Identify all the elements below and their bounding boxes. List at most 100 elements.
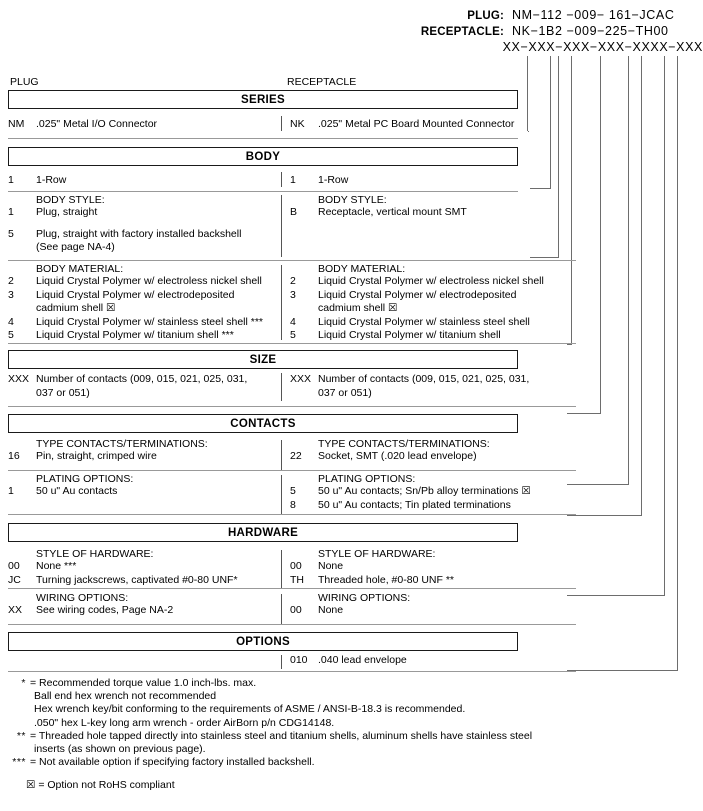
bracket-vline [550,69,551,188]
center-divider [281,550,282,588]
footnote-marker: *** [12,756,26,769]
body-style-plug-col: BODY STYLE: 1 Plug, straight 5 Plug, str… [8,194,278,255]
section-bar-hardware: HARDWARE [8,523,518,542]
section-rule [8,138,518,139]
option-desc-cont: cadmium shell ☒ [36,302,116,314]
option-desc: .040 lead envelope [318,654,407,666]
option-desc: .025" Metal I/O Connector [36,118,158,130]
option-desc: Pin, straight, crimped wire [36,450,157,462]
option-desc: Liquid Crystal Polymer w/ electrodeposit… [318,288,517,301]
bracket-hline [530,257,559,258]
tick-mark [558,56,559,69]
option-row: NM .025" Metal I/O Connector [8,118,278,132]
option-code: 5 [290,485,296,497]
footnote-text: = Not available option if specifying fac… [30,756,600,769]
body-material-receptacle-col: BODY MATERIAL: 2 Liquid Crystal Polymer … [290,263,575,343]
bracket-hline [567,515,642,516]
option-row: 00 None [290,560,575,574]
option-code: 1 [8,174,14,186]
pattern-tick-marks [0,56,703,70]
hardware-wiring-receptacle-col: WIRING OPTIONS: 00 None [290,592,575,618]
section-rule [8,588,576,589]
section-bar-series: SERIES [8,90,518,109]
option-row: 3 Liquid Crystal Polymer w/ electrodepos… [8,289,278,303]
footnote-line: = Threaded hole tapped directly into sta… [30,729,533,742]
group-header: BODY MATERIAL: [36,263,124,275]
bracket-hline [567,413,601,414]
receptacle-part-number-row: RECEPTACLE: NK−1B2 −009−225−TH00 [0,24,703,38]
contacts-type-plug-col: TYPE CONTACTS/TERMINATIONS: 16 Pin, stra… [8,438,278,464]
footnote-item: *** = Not available option if specifying… [0,756,600,769]
footnote-line: Ball end hex wrench not recommended [34,690,217,703]
section-bar-contacts: CONTACTS [8,414,518,433]
option-code: 5 [290,329,296,341]
bracket-hline [530,188,551,189]
bracket-hline [528,131,529,132]
group-header: STYLE OF HARDWARE: [36,548,154,560]
option-row: 00 None *** [8,560,278,574]
option-desc: Threaded hole, #0-80 UNF ** [318,573,454,586]
bracket-vline [677,69,678,670]
footnote-line: inserts (as shown on previous page). [34,743,206,756]
option-desc: Liquid Crystal Polymer w/ electroless ni… [318,275,544,287]
body-material-plug-col: BODY MATERIAL: 2 Liquid Crystal Polymer … [8,263,278,343]
option-row: 5 50 u" Au contacts; Sn/Pb alloy termina… [290,485,575,499]
section-bar-size: SIZE [8,350,518,369]
option-row: 16 Pin, straight, crimped wire [8,450,278,464]
body-row-plug-col: 1 1-Row [8,174,278,188]
option-code: XXX [290,373,312,385]
center-divider [281,655,282,669]
option-row: 1 1-Row [290,174,575,188]
option-desc: Liquid Crystal Polymer w/ electroless ni… [36,275,262,287]
option-row: 8 50 u" Au contacts; Tin plated terminat… [290,499,575,513]
footnote-text: = Recommended torque value 1.0 inch-lbs.… [30,677,600,730]
size-plug-col: XXX Number of contacts (009, 015, 021, 0… [8,373,278,400]
option-desc: 1-Row [318,174,349,186]
option-code: 5 [8,227,14,240]
option-desc-cont: cadmium shell ☒ [318,302,398,314]
bracket-hline [567,670,678,671]
footnote-item: ** = Threaded hole tapped directly into … [0,730,600,756]
option-desc-cont: 037 or 051) [36,386,90,399]
option-desc: None [318,604,344,616]
center-divider [281,440,282,470]
tick-mark [628,56,629,69]
section-rule [8,343,576,344]
footnote-marker: * [21,677,26,689]
center-divider [281,172,282,187]
bracket-hline [567,344,572,345]
option-code: 010 [290,654,308,666]
footnote-item: * = Recommended torque value 1.0 inch-lb… [0,677,600,730]
option-row: NK .025" Metal PC Board Mounted Connecto… [290,118,575,132]
group-header: BODY STYLE: [36,194,105,206]
option-desc: Plug, straight [36,206,98,218]
option-row: 2 Liquid Crystal Polymer w/ electroless … [290,275,575,289]
option-code: 4 [8,315,14,328]
option-code: 1 [8,206,14,218]
group-header: WIRING OPTIONS: [36,592,129,604]
group-header: PLATING OPTIONS: [318,473,416,485]
option-desc: Receptacle, vertical mount SMT [318,206,467,218]
option-desc: Liquid Crystal Polymer w/ stainless stee… [318,315,530,328]
option-row: TH Threaded hole, #0-80 UNF ** [290,574,575,588]
section-bar-body: BODY [8,147,518,166]
tick-mark [677,56,678,69]
footnote-line: .050" hex L-key long arm wrench - order … [34,716,335,729]
center-divider [281,116,282,131]
bracket-vline [558,69,559,257]
option-row: 1 50 u" Au contacts [8,485,278,499]
option-row: 5 Plug, straight with factory installed … [8,228,278,242]
option-row: 5 Liquid Crystal Polymer w/ titanium she… [290,329,575,343]
option-row: XX See wiring codes, Page NA-2 [8,604,278,618]
group-header: BODY STYLE: [318,194,387,206]
option-desc: .025" Metal PC Board Mounted Connector [318,118,515,130]
option-row: 1 1-Row [8,174,278,188]
column-header-receptacle: RECEPTACLE [287,76,357,88]
option-code: TH [290,573,304,586]
option-code: B [290,206,298,218]
bracket-hline [567,595,665,596]
option-desc: 50 u" Au contacts; Sn/Pb alloy terminati… [318,485,531,497]
section-rule [8,671,576,672]
